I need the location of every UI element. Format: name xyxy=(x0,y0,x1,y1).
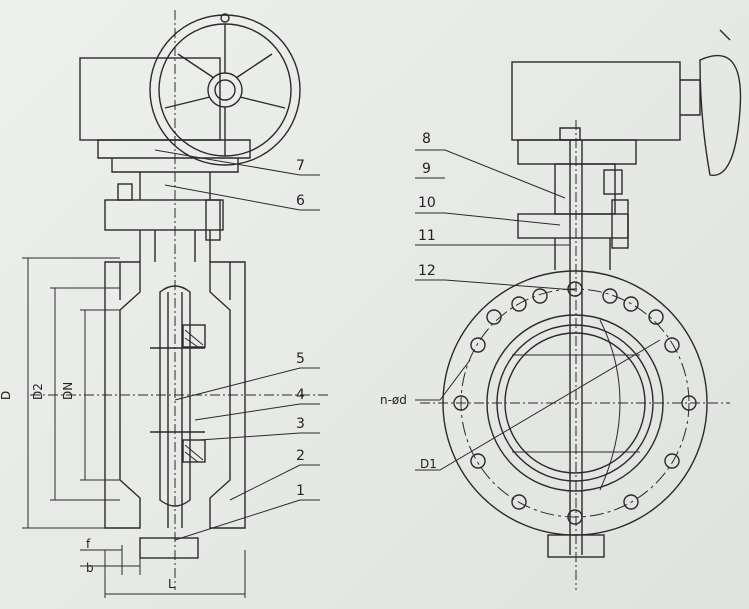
stem xyxy=(569,140,583,555)
actuator-box xyxy=(511,61,681,141)
bracket xyxy=(139,172,211,200)
mounting-plate xyxy=(97,139,251,159)
label-bolt-holes: n-ød xyxy=(380,393,407,407)
front-callout-leaders xyxy=(415,149,661,471)
dim-DN: DN xyxy=(61,382,75,400)
callout-5: 5 xyxy=(296,351,305,367)
callout-12: 12 xyxy=(418,263,436,279)
callout-4: 4 xyxy=(296,387,305,403)
callout-11: 11 xyxy=(418,228,436,244)
yoke xyxy=(554,163,616,215)
callout-1: 1 xyxy=(296,483,305,499)
seat-ring xyxy=(182,324,206,348)
disc xyxy=(159,285,191,507)
dimension-lines xyxy=(22,257,246,598)
dim-D: D xyxy=(0,391,13,400)
callout-8: 8 xyxy=(422,131,431,147)
callout-3: 3 xyxy=(296,416,305,432)
callout-2: 2 xyxy=(296,448,305,464)
dim-D2: D2 xyxy=(31,383,45,400)
callout-6: 6 xyxy=(296,193,305,209)
front-view xyxy=(415,29,742,590)
callout-9: 9 xyxy=(422,161,431,177)
callout-10: 10 xyxy=(418,195,436,211)
handwheel xyxy=(149,13,301,166)
label-D1: D1 xyxy=(420,457,437,471)
top-flange xyxy=(104,199,224,231)
side-callout-leaders xyxy=(154,149,320,541)
dim-b: b xyxy=(86,561,94,575)
bottom-cap xyxy=(139,537,199,559)
side-handwheel xyxy=(699,55,742,176)
dim-L: L xyxy=(168,577,175,591)
dim-f: f xyxy=(86,537,91,551)
callout-7: 7 xyxy=(296,158,305,174)
side-view xyxy=(22,10,330,598)
